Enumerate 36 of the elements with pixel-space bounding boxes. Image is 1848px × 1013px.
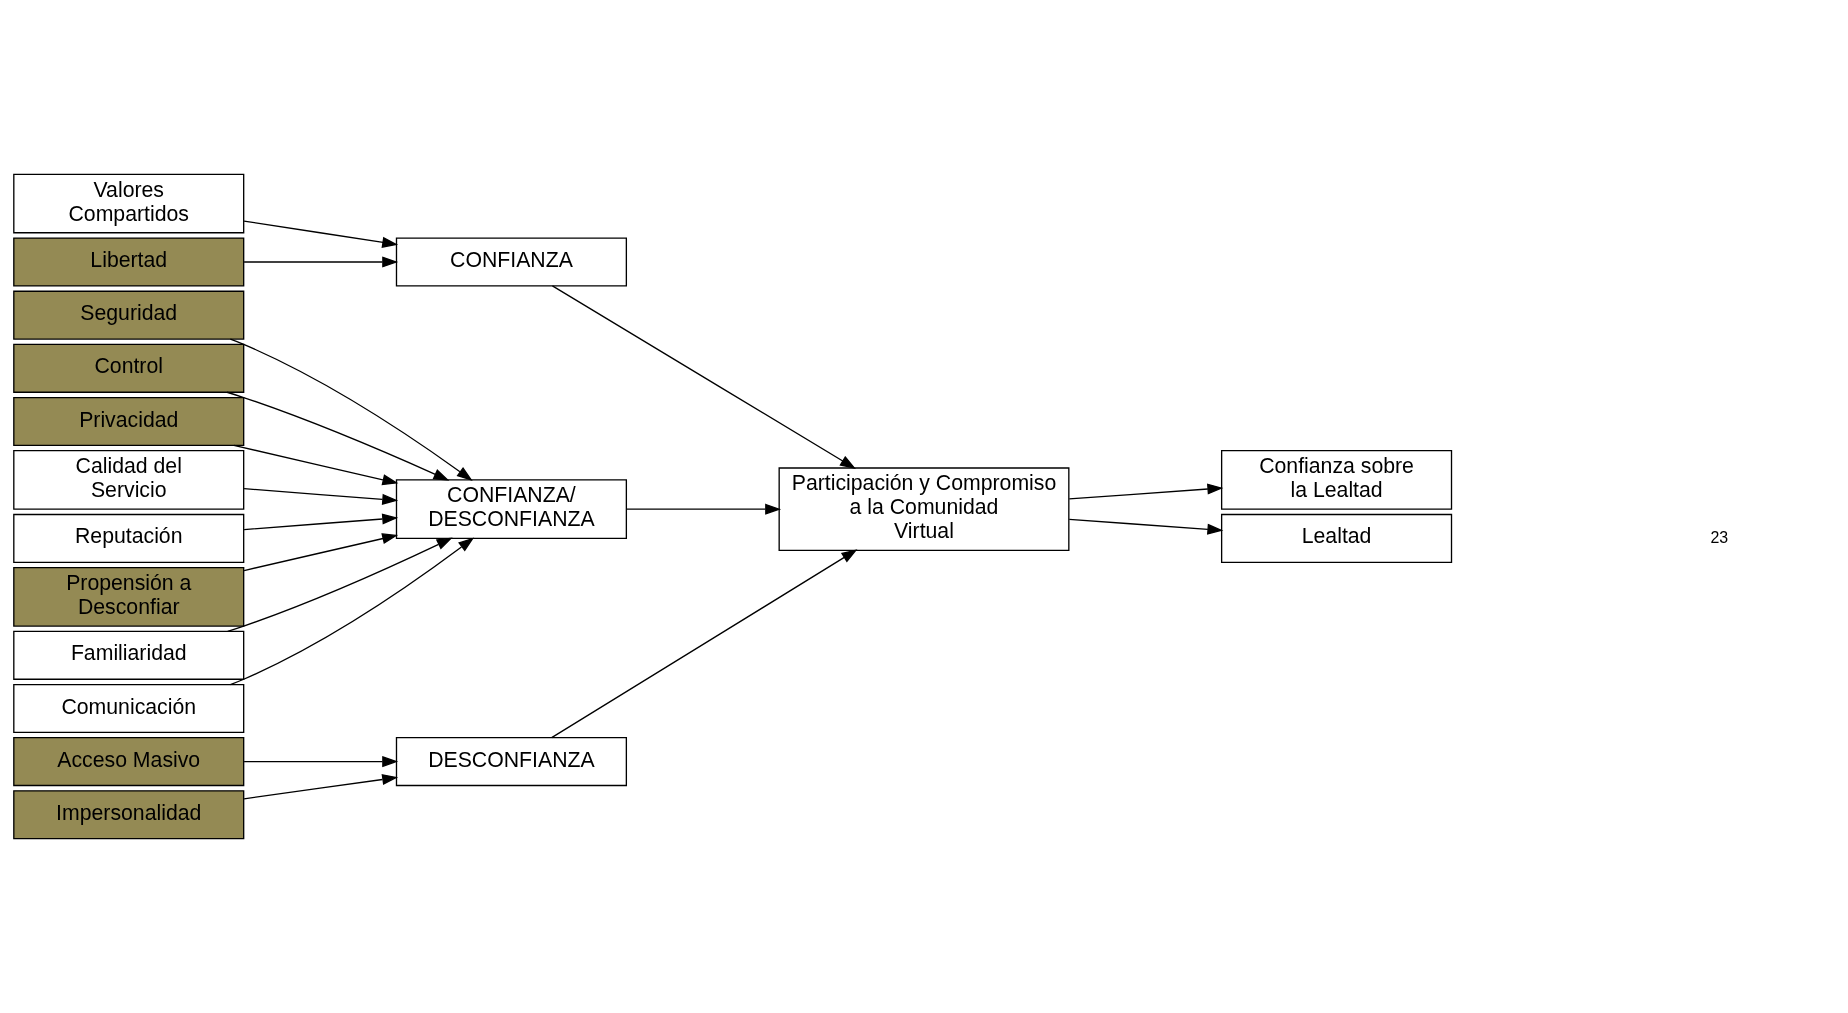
arrow — [243, 220, 399, 248]
node-box: CONFIANZA/ DESCONFIANZA — [395, 479, 628, 540]
node-box: Valores Compartidos — [13, 173, 245, 234]
arrow — [243, 533, 399, 572]
arrow — [243, 756, 399, 768]
node-box: Lealtad — [1220, 513, 1453, 563]
arrow — [229, 338, 473, 481]
node-box: Control — [13, 343, 245, 393]
node-box: Reputación — [13, 513, 245, 563]
node-box: Participación y Compromiso a la Comunidad Virtual — [778, 467, 1070, 551]
arrow — [625, 503, 782, 515]
node-box: Comunicación — [13, 683, 245, 734]
arrow — [233, 444, 399, 486]
node-box: Propensión a Desconfiar — [13, 566, 245, 627]
arrow — [243, 488, 399, 505]
node-box: CONFIANZA — [395, 237, 628, 287]
arrow — [229, 537, 475, 686]
arrow — [243, 773, 399, 800]
arrow — [243, 256, 399, 268]
node-box: Acceso Masivo — [13, 737, 245, 787]
arrow — [227, 537, 453, 632]
arrow — [243, 513, 399, 531]
node-box: Impersonalidad — [13, 790, 245, 840]
arrow — [551, 549, 858, 739]
node-box: Seguridad — [13, 290, 245, 340]
node-box: Libertad — [13, 237, 245, 287]
arrow — [1068, 483, 1224, 500]
arrow — [551, 285, 856, 469]
node-box: DESCONFIANZA — [395, 737, 628, 787]
arrow — [226, 391, 450, 481]
node-box: Confianza sobre la Lealtad — [1220, 450, 1453, 510]
node-box: Calidad del Servicio — [13, 450, 245, 510]
label: 23 — [1710, 528, 1729, 546]
node-box: Privacidad — [13, 396, 245, 447]
arrow — [1068, 518, 1224, 535]
node-box: Familiaridad — [13, 630, 245, 680]
